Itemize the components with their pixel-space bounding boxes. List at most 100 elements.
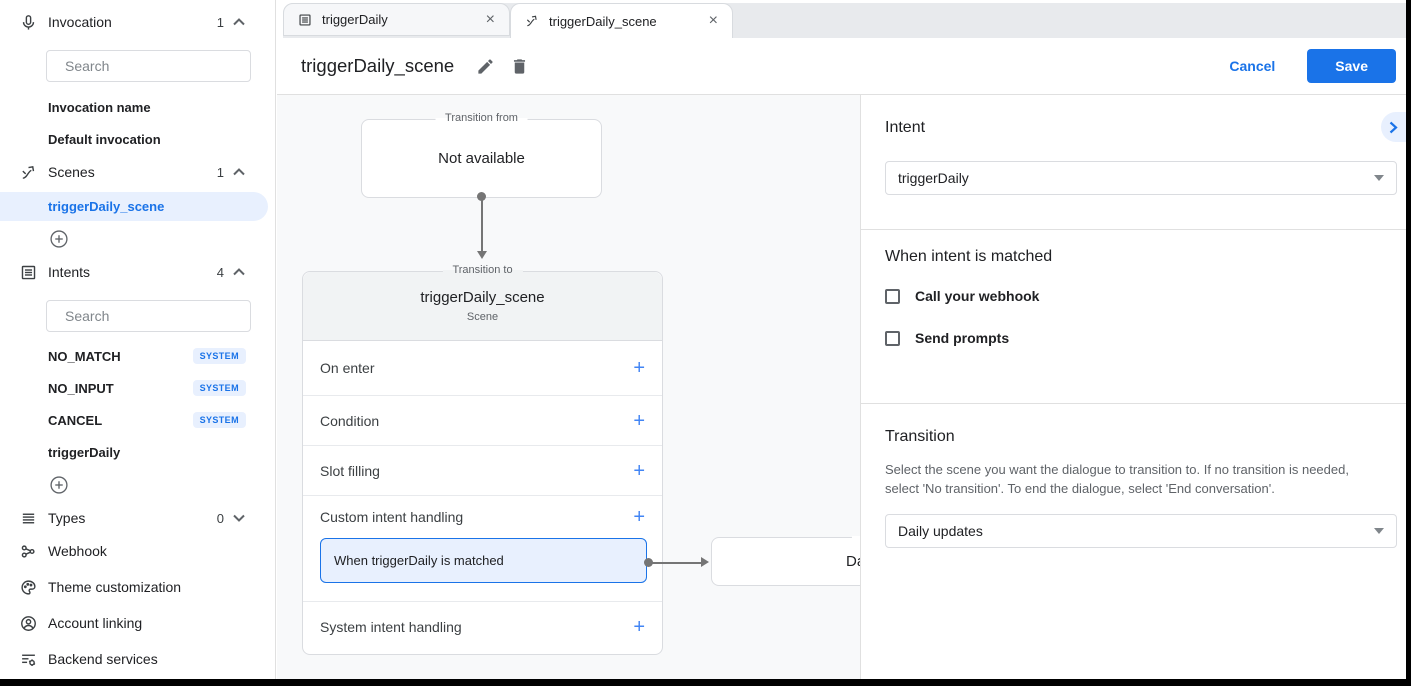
sidebar-item-backend-services[interactable]: Backend services bbox=[0, 648, 275, 670]
matched-intent-handler[interactable]: When triggerDaily is matched bbox=[320, 538, 647, 583]
arrow-right-icon bbox=[701, 557, 709, 567]
edit-button[interactable] bbox=[468, 49, 502, 83]
scene-row-condition[interactable]: Condition + bbox=[303, 396, 662, 446]
scene-row-system-intent-handling[interactable]: System intent handling + bbox=[320, 616, 645, 638]
add-intent-button[interactable] bbox=[49, 475, 324, 495]
send-prompts-checkbox[interactable] bbox=[885, 330, 900, 346]
send-prompts-option[interactable]: Send prompts bbox=[885, 330, 1382, 346]
intent-list-icon bbox=[298, 13, 312, 27]
scene-diagram-canvas[interactable]: Transition from Not available Transition… bbox=[277, 95, 860, 679]
backend-services-icon bbox=[20, 651, 48, 668]
scene-row-slot-filling[interactable]: Slot filling + bbox=[303, 446, 662, 496]
tab-triggerdaily[interactable]: triggerDaily × bbox=[283, 3, 510, 36]
account-circle-icon bbox=[20, 615, 48, 632]
sidebar-item-invocation-name[interactable]: Invocation name bbox=[48, 99, 151, 115]
intent-heading: Intent bbox=[885, 119, 926, 136]
sidebar-item-account-linking[interactable]: Account linking bbox=[0, 612, 275, 634]
system-badge: SYSTEM bbox=[192, 412, 246, 428]
intent-select[interactable]: triggerDaily bbox=[885, 161, 1397, 195]
system-badge: SYSTEM bbox=[192, 348, 246, 364]
transition-from-legend: Transition from bbox=[435, 112, 528, 124]
add-system-intent-icon[interactable]: + bbox=[633, 616, 645, 638]
close-icon[interactable]: × bbox=[708, 12, 718, 29]
dropdown-arrow-icon bbox=[1374, 528, 1384, 534]
main-area: triggerDaily × triggerDaily_scene × trig… bbox=[277, 0, 1406, 679]
when-matched-heading: When intent is matched bbox=[885, 248, 1053, 265]
cancel-button[interactable]: Cancel bbox=[1229, 58, 1276, 74]
when-matched-section: When intent is matched Call your webhook… bbox=[861, 230, 1406, 404]
add-scene-button[interactable] bbox=[49, 229, 324, 249]
sidebar-types-label: Types bbox=[48, 510, 86, 526]
sidebar-item-no-input[interactable]: NO_INPUT SYSTEM bbox=[0, 379, 275, 397]
collapse-panel-button[interactable] bbox=[1381, 112, 1406, 142]
scenes-count: 1 bbox=[216, 164, 224, 180]
delete-button[interactable] bbox=[502, 49, 536, 83]
add-custom-intent-icon[interactable]: + bbox=[633, 506, 645, 528]
add-slot-filling-icon[interactable]: + bbox=[633, 459, 645, 482]
chevron-up-icon[interactable] bbox=[233, 268, 247, 276]
transition-select[interactable]: Daily updates bbox=[885, 514, 1397, 548]
call-webhook-checkbox[interactable] bbox=[885, 288, 900, 304]
transition-description: Select the scene you want the dialogue t… bbox=[885, 462, 1349, 496]
sidebar-scenes-label: Scenes bbox=[48, 164, 95, 180]
sidebar: Invocation 1 Invocation name Default inv… bbox=[0, 0, 276, 679]
microphone-icon bbox=[20, 14, 48, 31]
invocation-search[interactable] bbox=[46, 50, 251, 82]
save-button[interactable]: Save bbox=[1307, 49, 1396, 83]
sidebar-section-intents[interactable]: Intents 4 bbox=[0, 258, 275, 286]
connector-line bbox=[652, 562, 701, 564]
transition-heading: Transition bbox=[885, 428, 955, 445]
intent-list-icon bbox=[20, 264, 48, 281]
sidebar-item-default-invocation[interactable]: Default invocation bbox=[48, 131, 161, 147]
types-count: 0 bbox=[216, 510, 224, 526]
chevron-right-icon bbox=[1389, 121, 1398, 133]
tab-triggerdaily-scene[interactable]: triggerDaily_scene × bbox=[510, 3, 733, 38]
sidebar-item-triggerdaily-scene[interactable]: triggerDaily_scene bbox=[0, 192, 268, 221]
add-condition-icon[interactable]: + bbox=[633, 409, 645, 432]
invocation-search-input[interactable] bbox=[65, 58, 246, 74]
add-circle-icon bbox=[50, 230, 68, 248]
sidebar-item-no-match[interactable]: NO_MATCH SYSTEM bbox=[0, 347, 275, 365]
arrow-down-icon bbox=[477, 251, 487, 259]
sidebar-invocation-label: Invocation bbox=[48, 14, 112, 30]
scene-card-header: triggerDaily_scene Scene bbox=[303, 272, 662, 341]
dropdown-arrow-icon bbox=[1374, 175, 1384, 181]
chevron-up-icon[interactable] bbox=[233, 18, 247, 26]
sidebar-item-theme-customization[interactable]: Theme customization bbox=[0, 576, 275, 598]
sidebar-section-types[interactable]: Types 0 bbox=[0, 504, 275, 532]
transition-from-content: Not available bbox=[438, 150, 525, 167]
sidebar-section-invocation[interactable]: Invocation 1 bbox=[0, 8, 275, 36]
call-webhook-option[interactable]: Call your webhook bbox=[885, 288, 1382, 304]
sidebar-item-triggerdaily[interactable]: triggerDaily bbox=[48, 444, 121, 460]
scene-fork-icon bbox=[20, 164, 48, 181]
close-icon[interactable]: × bbox=[485, 10, 495, 28]
tab-label: triggerDaily bbox=[322, 12, 388, 27]
add-on-enter-icon[interactable]: + bbox=[633, 357, 645, 379]
transition-section: Transition Select the scene you want the… bbox=[861, 404, 1406, 548]
chevron-up-icon[interactable] bbox=[233, 168, 247, 176]
intents-search-input[interactable] bbox=[65, 308, 246, 324]
invocation-count: 1 bbox=[216, 14, 224, 30]
next-scene-card: Transition to Daily updates bbox=[711, 530, 860, 586]
add-circle-icon bbox=[50, 476, 68, 494]
sidebar-item-cancel[interactable]: CANCEL SYSTEM bbox=[0, 411, 275, 429]
scene-row-custom-intent-handling: Custom intent handling + When triggerDai… bbox=[303, 496, 662, 602]
webhook-icon bbox=[20, 543, 48, 560]
chevron-down-icon[interactable] bbox=[233, 514, 247, 522]
transition-from-box: Transition from Not available bbox=[361, 112, 602, 198]
intents-count: 4 bbox=[216, 264, 224, 280]
tab-strip: triggerDaily × triggerDaily_scene × bbox=[277, 0, 1406, 38]
intent-detail-panel: Intent triggerDaily When intent is match… bbox=[860, 95, 1406, 679]
intents-search[interactable] bbox=[46, 300, 251, 332]
scene-card: Transition to triggerDaily_scene Scene O… bbox=[302, 264, 663, 655]
scene-row-on-enter[interactable]: On enter + bbox=[303, 341, 662, 396]
sidebar-section-scenes[interactable]: Scenes 1 bbox=[0, 158, 275, 186]
sidebar-intents-label: Intents bbox=[48, 264, 91, 280]
palette-icon bbox=[20, 579, 48, 596]
pencil-icon bbox=[478, 58, 493, 74]
sidebar-item-webhook[interactable]: Webhook bbox=[0, 540, 275, 562]
connector-dot bbox=[644, 558, 653, 567]
trash-icon bbox=[513, 58, 525, 74]
